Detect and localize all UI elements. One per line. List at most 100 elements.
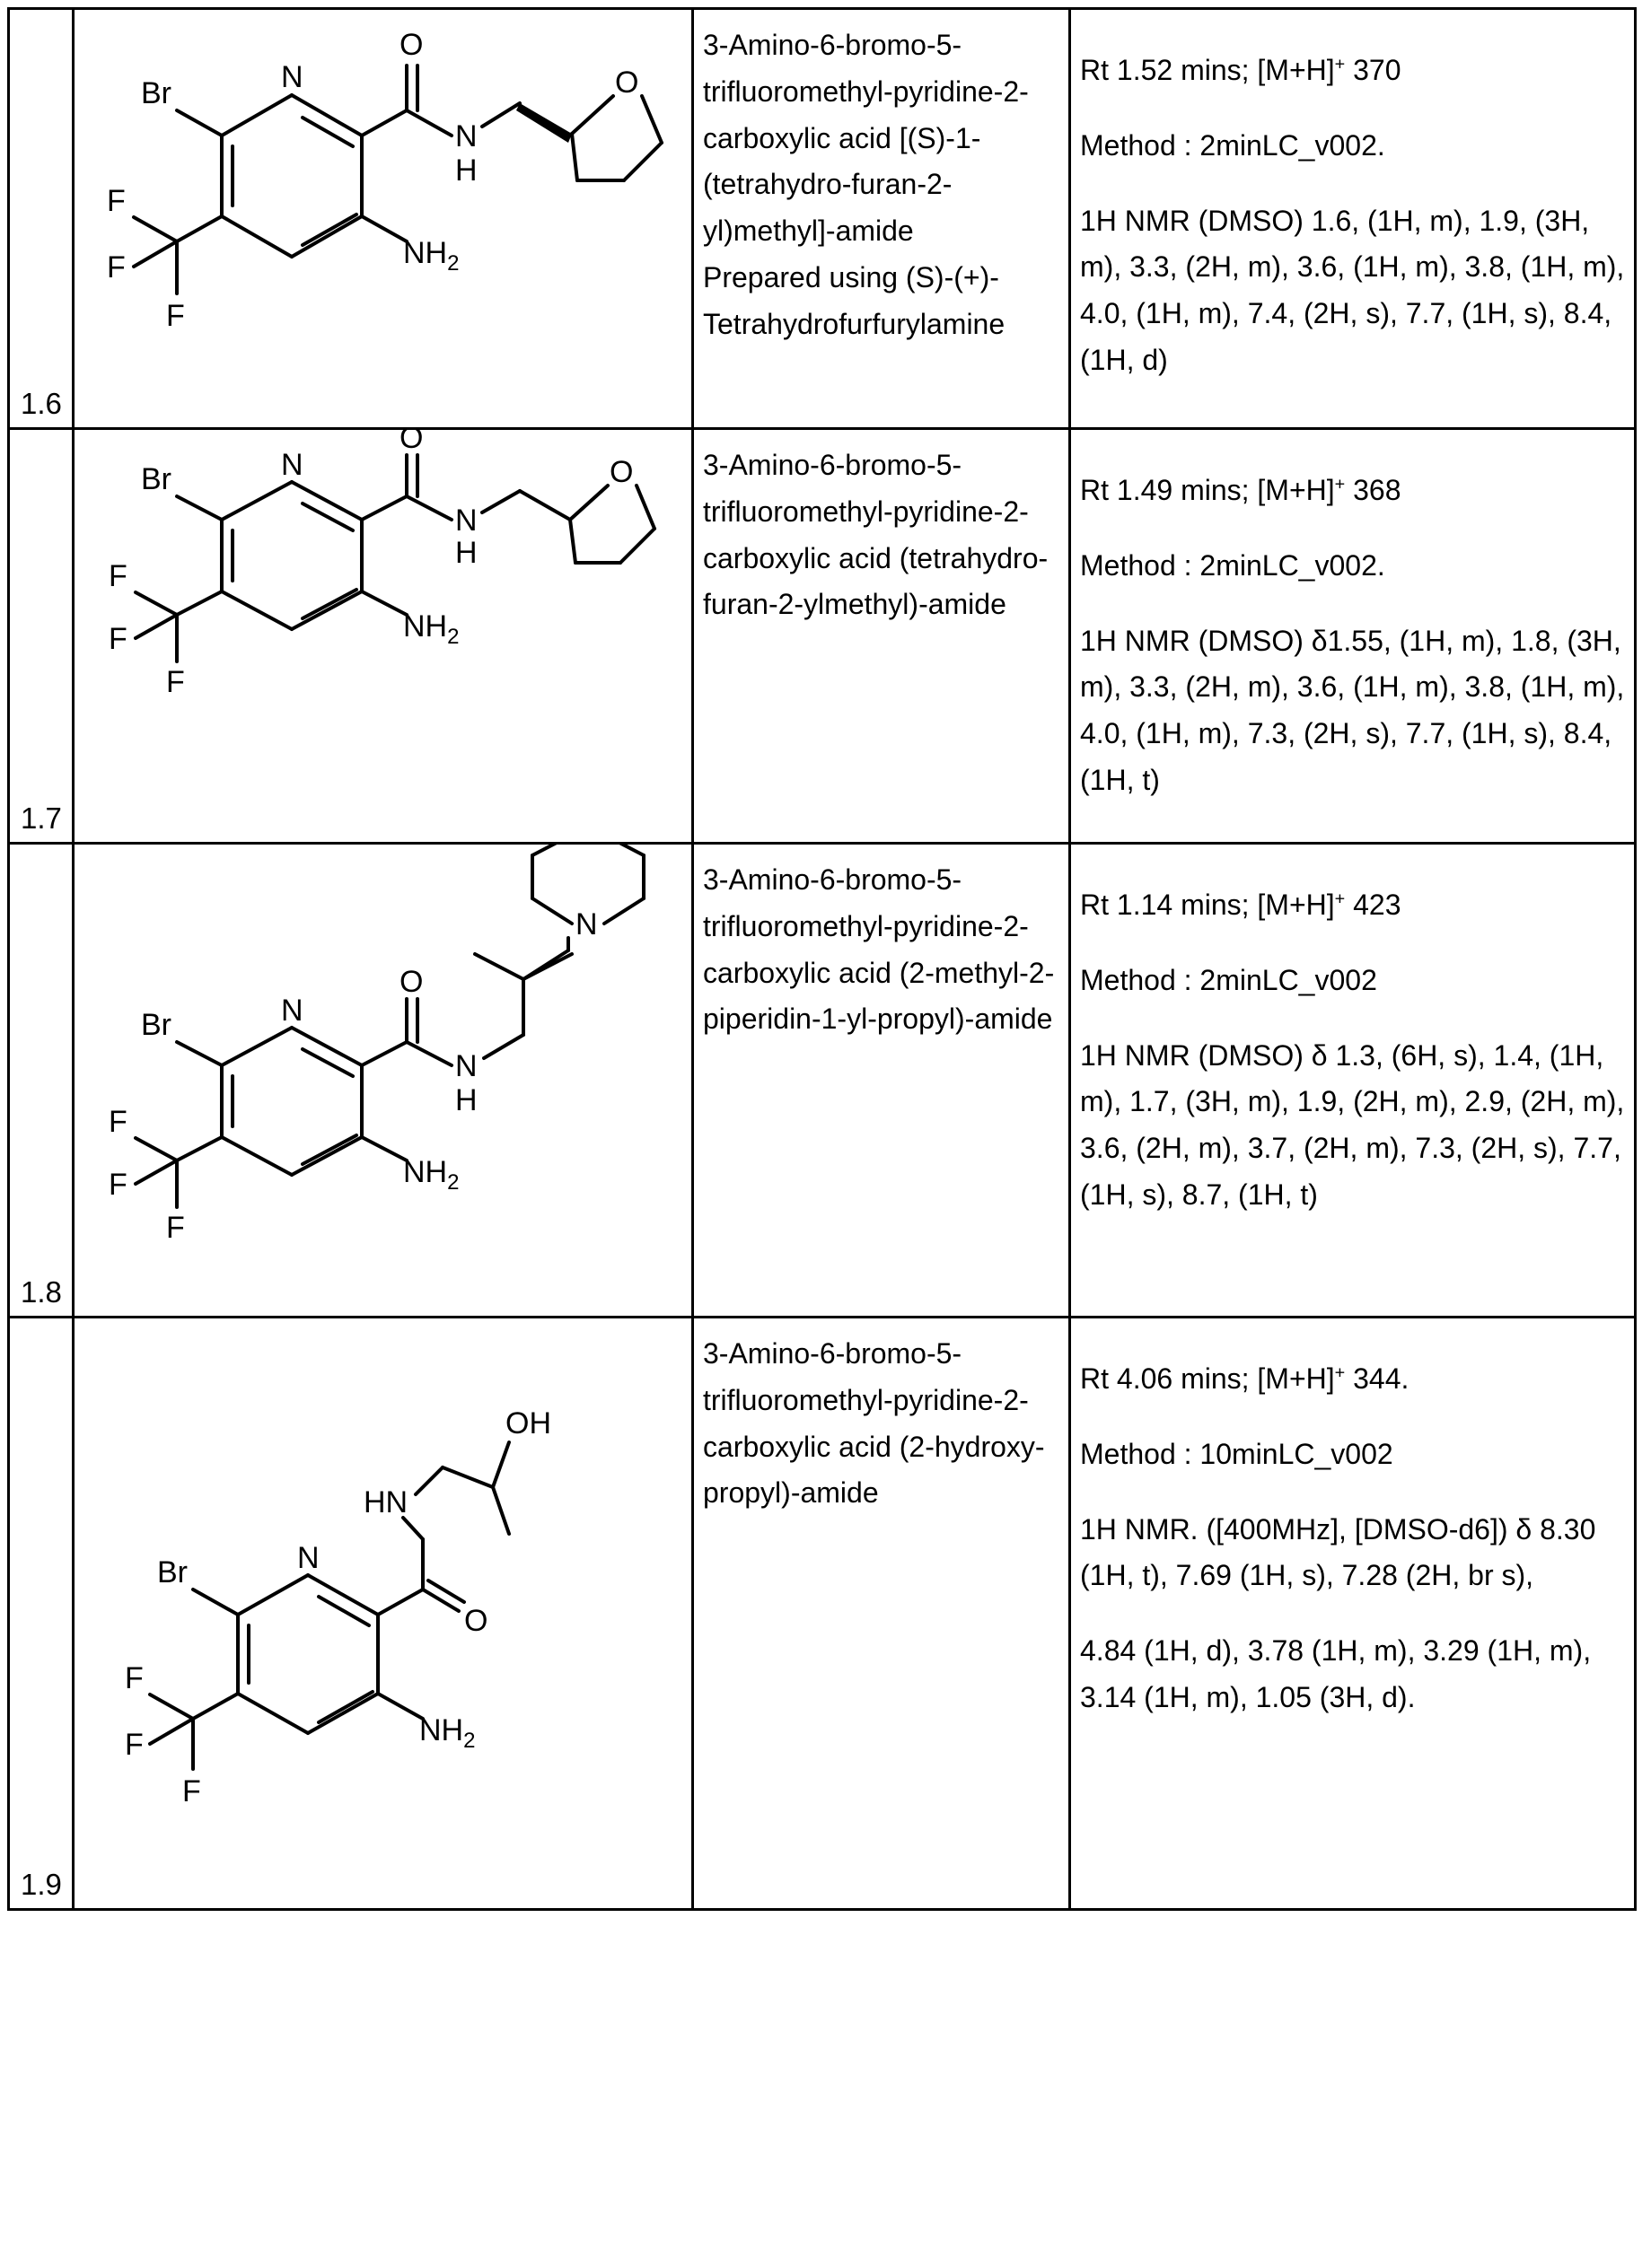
atom-label-oh: OH: [505, 1406, 551, 1440]
rt-mass: 368: [1345, 474, 1401, 506]
lc-method: Method : 2minLC_v002.: [1080, 128, 1385, 162]
atom-label-f2: F: [109, 1168, 127, 1202]
analytical-data-block: Rt 1.52 mins; [M+H]+ 370 Method : 2minLC…: [1071, 10, 1634, 422]
atom-label-nh2: NH2: [419, 1713, 475, 1753]
rt-prefix: Rt 1.49 mins; [M+H]: [1080, 474, 1335, 506]
table-row: 1.9: [7, 1315, 1637, 1911]
atom-label-f3: F: [166, 1211, 185, 1245]
atom-label-f3: F: [166, 665, 185, 699]
atom-label-br: Br: [157, 1555, 188, 1589]
compound-name-cell: 3-Amino-6-bromo-5-trifluoromethyl-pyridi…: [691, 427, 1071, 845]
atom-label-n-piperidine: N: [575, 907, 598, 941]
chemical-structure-1-6: Br N O N H F F F NH2 O: [75, 10, 691, 405]
rt-prefix: Rt 1.52 mins; [M+H]: [1080, 54, 1335, 86]
row-number: 1.6: [21, 387, 62, 420]
lc-method: Method : 10minLC_v002: [1080, 1437, 1393, 1470]
rt-charge: +: [1334, 54, 1346, 74]
atom-label-o-carbonyl: O: [400, 965, 423, 999]
compound-name: 3-Amino-6-bromo-5-trifluoromethyl-pyridi…: [703, 29, 1029, 248]
table-row: 1.8: [7, 841, 1637, 1318]
structure-cell: Br N O N H F F F NH2 O: [72, 7, 694, 430]
atom-label-f1: F: [107, 184, 126, 218]
rt-mass: 370: [1345, 54, 1401, 86]
structure-cell: Br N O N H F F F NH2 N: [72, 841, 694, 1318]
structure-svg: Br N O N H F F F NH2 O: [109, 430, 656, 699]
compound-name-cell: 3-Amino-6-bromo-5-trifluoromethyl-pyridi…: [691, 841, 1071, 1318]
retention-time: Rt 1.52 mins; [M+H]+ 370: [1080, 48, 1627, 94]
atom-label-f1: F: [125, 1661, 144, 1695]
atom-label-n-ring: N: [297, 1541, 320, 1575]
compound-name: 3-Amino-6-bromo-5-trifluoromethyl-pyridi…: [703, 449, 1049, 621]
atom-label-f2: F: [125, 1728, 144, 1762]
analytical-data-cell: Rt 1.52 mins; [M+H]+ 370 Method : 2minLC…: [1068, 7, 1637, 430]
atom-label-amide-h: H: [455, 153, 478, 188]
rt-charge: +: [1334, 474, 1346, 495]
table-row: 1.7: [7, 427, 1637, 845]
row-number-cell: 1.9: [7, 1315, 75, 1911]
chemical-structure-1-7: Br N O N H F F F NH2 O: [75, 430, 691, 699]
compound-name-cell: 3-Amino-6-bromo-5-trifluoromethyl-pyridi…: [691, 1315, 1071, 1911]
table-row: 1.6: [7, 7, 1637, 430]
nmr-data: 1H NMR. ([400MHz], [DMSO-d6]) δ 8.30 (1H…: [1080, 1512, 1596, 1592]
atom-label-f1: F: [109, 559, 127, 593]
lc-method: Method : 2minLC_v002: [1080, 963, 1377, 996]
row-number-cell: 1.6: [7, 7, 75, 430]
retention-time: Rt 1.14 mins; [M+H]+ 423: [1080, 882, 1627, 929]
atom-label-f2: F: [109, 622, 127, 656]
structure-cell: Br N O HN F F F NH2 OH: [72, 1315, 694, 1911]
row-number: 1.7: [21, 801, 62, 835]
row-number: 1.9: [21, 1867, 62, 1901]
atom-label-amide-n: N: [455, 1049, 478, 1083]
rt-charge: +: [1334, 1362, 1346, 1383]
compound-name-cell: 3-Amino-6-bromo-5-trifluoromethyl-pyridi…: [691, 7, 1071, 430]
rt-prefix: Rt 1.14 mins; [M+H]: [1080, 888, 1335, 921]
patent-table-page: 1.6: [0, 7, 1651, 2268]
atom-label-amide-n: N: [455, 504, 478, 538]
analytical-data-block: Rt 1.49 mins; [M+H]+ 368 Method : 2minLC…: [1071, 430, 1634, 842]
atom-label-o-carbonyl: O: [400, 430, 423, 455]
structure-svg: Br N O N H F F F NH2 O: [107, 28, 663, 333]
atom-label-amide-h: H: [455, 536, 478, 570]
nmr-data-continued: 4.84 (1H, d), 3.78 (1H, m), 3.29 (1H, m)…: [1080, 1634, 1592, 1714]
analytical-data-cell: Rt 1.14 mins; [M+H]+ 423 Method : 2minLC…: [1068, 841, 1637, 1318]
analytical-data-block: Rt 4.06 mins; [M+H]+ 344. Method : 10min…: [1071, 1318, 1634, 1759]
rt-charge: +: [1334, 889, 1346, 909]
compound-name-block: 3-Amino-6-bromo-5-trifluoromethyl-pyridi…: [694, 430, 1068, 637]
atom-label-o-carbonyl: O: [464, 1604, 487, 1638]
compound-name: 3-Amino-6-bromo-5-trifluoromethyl-pyridi…: [703, 1336, 1045, 1510]
compound-name-block: 3-Amino-6-bromo-5-trifluoromethyl-pyridi…: [694, 1318, 1068, 1526]
analytical-data-cell: Rt 4.06 mins; [M+H]+ 344. Method : 10min…: [1068, 1315, 1637, 1911]
row-number-cell: 1.7: [7, 427, 75, 845]
nmr-data: 1H NMR (DMSO) 1.6, (1H, m), 1.9, (3H, m)…: [1080, 204, 1625, 377]
atom-label-br: Br: [141, 462, 171, 496]
nmr-data: 1H NMR (DMSO) δ1.55, (1H, m), 1.8, (3H, …: [1080, 624, 1625, 797]
structure-cell: Br N O N H F F F NH2 O: [72, 427, 694, 845]
compound-name-block: 3-Amino-6-bromo-5-trifluoromethyl-pyridi…: [694, 845, 1068, 1052]
compound-name: 3-Amino-6-bromo-5-trifluoromethyl-pyridi…: [703, 863, 1055, 1036]
chemical-structure-1-8: Br N O N H F F F NH2 N: [75, 844, 691, 1275]
atom-label-o-furan: O: [610, 455, 633, 489]
atom-label-n-ring: N: [281, 994, 303, 1028]
atom-label-br: Br: [141, 1008, 171, 1042]
row-number: 1.8: [21, 1274, 62, 1309]
rt-mass: 344.: [1345, 1362, 1409, 1395]
analytical-data-block: Rt 1.14 mins; [M+H]+ 423 Method : 2minLC…: [1071, 845, 1634, 1257]
atom-label-f2: F: [107, 250, 126, 285]
atom-label-amide-n: N: [455, 119, 478, 153]
retention-time: Rt 1.49 mins; [M+H]+ 368: [1080, 468, 1627, 514]
structure-svg: Br N O HN F F F NH2 OH: [125, 1406, 551, 1808]
compound-name-note: Prepared using (S)-(+)-Tetrahydrofurfury…: [703, 261, 1006, 340]
atom-label-br: Br: [141, 76, 171, 110]
atom-label-nh2: NH2: [403, 1155, 459, 1195]
atom-label-o-furan: O: [615, 66, 638, 100]
chemical-structure-1-9: Br N O HN F F F NH2 OH: [75, 1318, 691, 1857]
atom-label-amide-h: H: [455, 1083, 478, 1117]
rt-mass: 423: [1345, 888, 1401, 921]
atom-label-amide-n: HN: [364, 1485, 408, 1519]
atom-label-n-ring: N: [281, 60, 303, 94]
nmr-data: 1H NMR (DMSO) δ 1.3, (6H, s), 1.4, (1H, …: [1080, 1038, 1625, 1212]
atom-label-n-ring: N: [281, 448, 303, 482]
atom-label-f1: F: [109, 1105, 127, 1139]
atom-label-f3: F: [166, 299, 185, 333]
rt-prefix: Rt 4.06 mins; [M+H]: [1080, 1362, 1335, 1395]
